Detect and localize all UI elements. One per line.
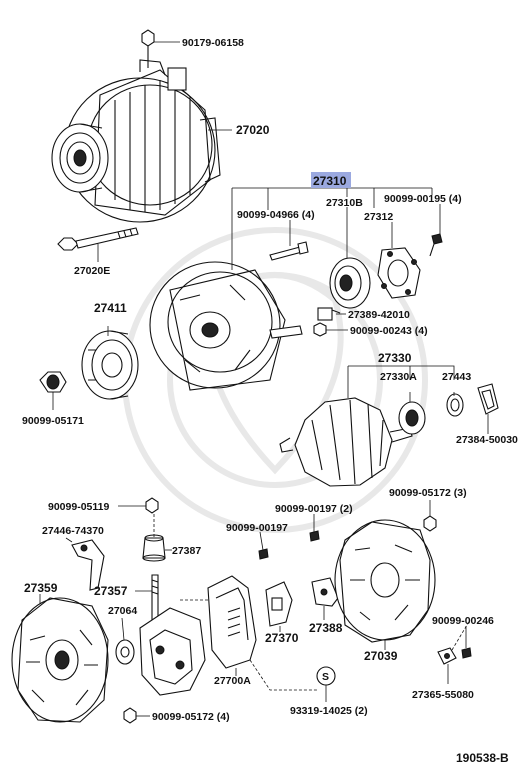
label-27020[interactable]: 27020 (236, 123, 270, 137)
label-27359[interactable]: 27359 (24, 581, 58, 595)
label-27370[interactable]: 27370 (265, 631, 299, 645)
label-27020E[interactable]: 27020E (74, 265, 110, 277)
stud-bolt-drawing (269, 241, 309, 261)
label-90099-05172-4[interactable]: 90099-05172 (4) (152, 711, 230, 723)
through-bolt-drawing (57, 227, 139, 251)
label-27388[interactable]: 27388 (309, 621, 343, 635)
highlight-box (311, 172, 351, 188)
label-27330[interactable]: 27330 (378, 351, 412, 365)
label-90099-05171[interactable]: 90099-05171 (22, 415, 84, 427)
terminal-bracket-drawing (71, 539, 105, 591)
pulley-drawing (81, 330, 139, 400)
label-27357[interactable]: 27357 (94, 584, 128, 598)
rear-end-cover-drawing (334, 519, 436, 643)
rotor-drawing (279, 397, 413, 487)
label-27039[interactable]: 27039 (364, 649, 398, 663)
terminal-stud-drawing (151, 574, 159, 621)
label-27312[interactable]: 27312 (364, 211, 393, 223)
label-27443[interactable]: 27443 (442, 371, 471, 383)
label-27365-55080[interactable]: 27365-55080 (412, 689, 474, 701)
label-90099-00195[interactable]: 90099-00195 (4) (384, 193, 462, 205)
diagram-code: 190538-B (456, 751, 509, 765)
pulley-nut-drawing (39, 371, 67, 393)
label-27411[interactable]: 27411 (94, 301, 127, 315)
label-27700A[interactable]: 27700A (214, 675, 251, 687)
alternator-assembly-drawing (51, 29, 221, 223)
retainer-plate-drawing (377, 247, 421, 299)
screw-drawing (429, 233, 443, 257)
end-cover-nut-drawing (423, 515, 437, 532)
frame-nut-drawing (123, 707, 137, 724)
voltage-regulator-drawing (207, 575, 257, 669)
label-27330A[interactable]: 27330A (380, 371, 417, 383)
terminal-insulator-drawing (142, 534, 166, 562)
label-93319-14025[interactable]: 93319-14025 (2) (290, 705, 368, 717)
label-90099-00246[interactable]: 90099-00246 (432, 615, 494, 627)
label-27310B[interactable]: 27310B (326, 197, 363, 209)
screw-small-drawing (258, 530, 320, 560)
dashed-reference-lines (153, 514, 471, 691)
label-27387[interactable]: 27387 (172, 545, 201, 557)
label-27389-42010[interactable]: 27389-42010 (348, 309, 410, 321)
rectifier-end-frame-drawing (149, 261, 303, 391)
label-27310[interactable]: 27310 (313, 174, 347, 188)
brush-cover-drawing (311, 577, 339, 607)
insulator-drawing (317, 307, 341, 321)
label-90099-00197-2[interactable]: 90099-00197 (2) (275, 503, 353, 515)
label-S: S (322, 671, 329, 683)
insulator-washer-drawing (115, 639, 135, 665)
label-90099-04966[interactable]: 90099-04966 (4) (237, 209, 315, 221)
label-90099-05172-3[interactable]: 90099-05172 (3) (389, 487, 467, 499)
label-90099-00243[interactable]: 90099-00243 (4) (350, 325, 428, 337)
label-27446-74370[interactable]: 27446-74370 (42, 525, 104, 537)
label-90099-00197[interactable]: 90099-00197 (226, 522, 288, 534)
terminal-nut-drawing (145, 497, 159, 514)
rotor-bearing-drawing (398, 401, 426, 435)
label-27384-50030[interactable]: 27384-50030 (456, 434, 518, 446)
bearing-drawing (329, 257, 371, 309)
terminal-bolt-drawing (437, 647, 472, 665)
label-90179-06158[interactable]: 90179-06158 (182, 37, 244, 49)
label-27064[interactable]: 27064 (108, 605, 137, 617)
brush-holder-drawing (265, 581, 293, 627)
rectifier-holder-drawing (139, 607, 206, 696)
seal-ring-drawing (477, 383, 499, 415)
callout-labels: 90179-06158 27020 27020E 27310 27310B 27… (22, 37, 518, 765)
label-90099-05119[interactable]: 90099-05119 (48, 501, 109, 513)
nut-drawing (313, 322, 327, 337)
bearing-cover-drawing (446, 393, 464, 417)
drive-end-frame-drawing (11, 597, 109, 723)
